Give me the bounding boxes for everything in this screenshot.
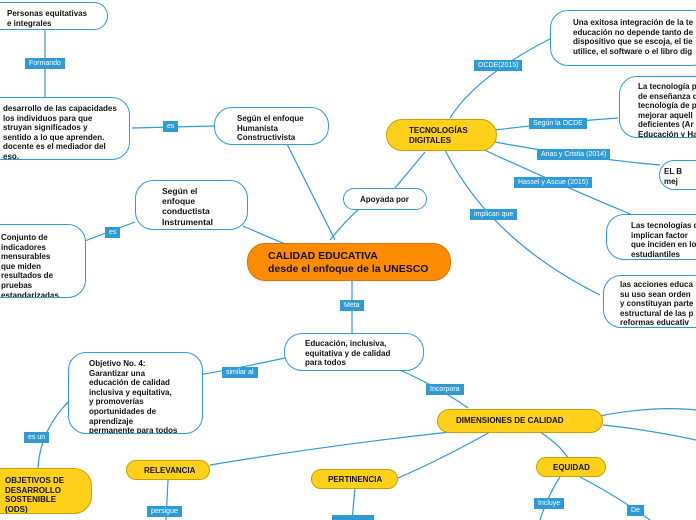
node-pertinencia[interactable]: PERTINENCIA: [311, 469, 398, 489]
line-dim-equidad: [539, 431, 569, 459]
node-calidad-educativa[interactable]: CALIDAD EDUCATIVA desde el enfoque de la…: [247, 243, 451, 281]
node-tecnologias-implican[interactable]: Las tecnologías d implican factor que in…: [606, 214, 696, 260]
node-acciones-educativas[interactable]: las acciones educa su uso sean orden y c…: [603, 275, 696, 328]
label-de: De: [627, 505, 644, 517]
label-ocde: OCDE(2015): [474, 60, 523, 72]
line-calidad-humanista: [284, 139, 336, 241]
line-equidad-left: [539, 476, 561, 520]
line-tec-acciones: [444, 149, 601, 296]
node-personas[interactable]: Personas equitativas e integrales: [0, 2, 108, 30]
node-conductista[interactable]: Según el enfoque conductista Instrumenta…: [135, 180, 248, 230]
label-pertinencia-sub: [332, 515, 374, 520]
line-dim-right2: [589, 408, 696, 419]
node-tecnologias-digitales[interactable]: TECNOLOGÍAS DIGITALES: [386, 119, 497, 151]
line-dim-pertinencia: [397, 431, 491, 479]
label-persigue: persigue: [147, 506, 182, 518]
node-ods[interactable]: OBJETIVOS DE DESARROLLO SOSTENIBLE (ODS): [0, 468, 92, 514]
node-desarrollo[interactable]: desarrollo de las capacidades los indivi…: [0, 97, 130, 160]
node-relevancia[interactable]: RELEVANCIA: [126, 460, 210, 480]
node-educacion-inclusiva[interactable]: Educación, inclusiva, equitativa y de ca…: [284, 333, 424, 371]
node-exitosa-integracion[interactable]: Una exitosa integración de la te educaci…: [550, 10, 696, 66]
label-incorpora: Incorpora: [426, 384, 464, 396]
label-meta: Meta: [340, 300, 364, 312]
node-humanista[interactable]: Según el enfoque Humanista Constructivis…: [214, 107, 329, 145]
node-equidad[interactable]: EQUIDAD: [536, 457, 606, 477]
line-dim-right: [602, 424, 696, 441]
label-es-un: es un: [24, 432, 50, 444]
label-similar-al: similar al: [222, 367, 258, 379]
node-dimensiones-calidad[interactable]: DIMENSIONES DE CALIDAD: [437, 409, 603, 433]
label-incluye: Incluye: [534, 498, 565, 510]
label-implican: implican que: [470, 209, 518, 221]
node-el-b[interactable]: EL B mej: [659, 160, 696, 190]
line-apoyada-tecnologias: [394, 151, 426, 189]
label-segun-ocde: Según la OCDE: [529, 118, 587, 130]
label-formando: Formando: [25, 58, 65, 70]
label-es-humanista: es: [163, 121, 179, 133]
line-dim-relevancia: [209, 431, 451, 466]
node-objetivo-4[interactable]: Objetivo No. 4: Garantizar una educación…: [68, 352, 203, 434]
label-hassel: Hassel y Ascue (2015): [514, 177, 593, 189]
label-es-conductista: es: [105, 227, 121, 239]
label-arias: Arias y Cristia (2014): [537, 149, 611, 161]
node-apoyada-por[interactable]: Apoyada por: [343, 188, 427, 210]
node-tecnologia-p[interactable]: La tecnología p de enseñanza d tecnologí…: [619, 76, 696, 138]
node-conjunto[interactable]: Conjunto de indicadores mensurables que …: [0, 224, 86, 298]
line-pertinencia-down: [351, 487, 356, 520]
